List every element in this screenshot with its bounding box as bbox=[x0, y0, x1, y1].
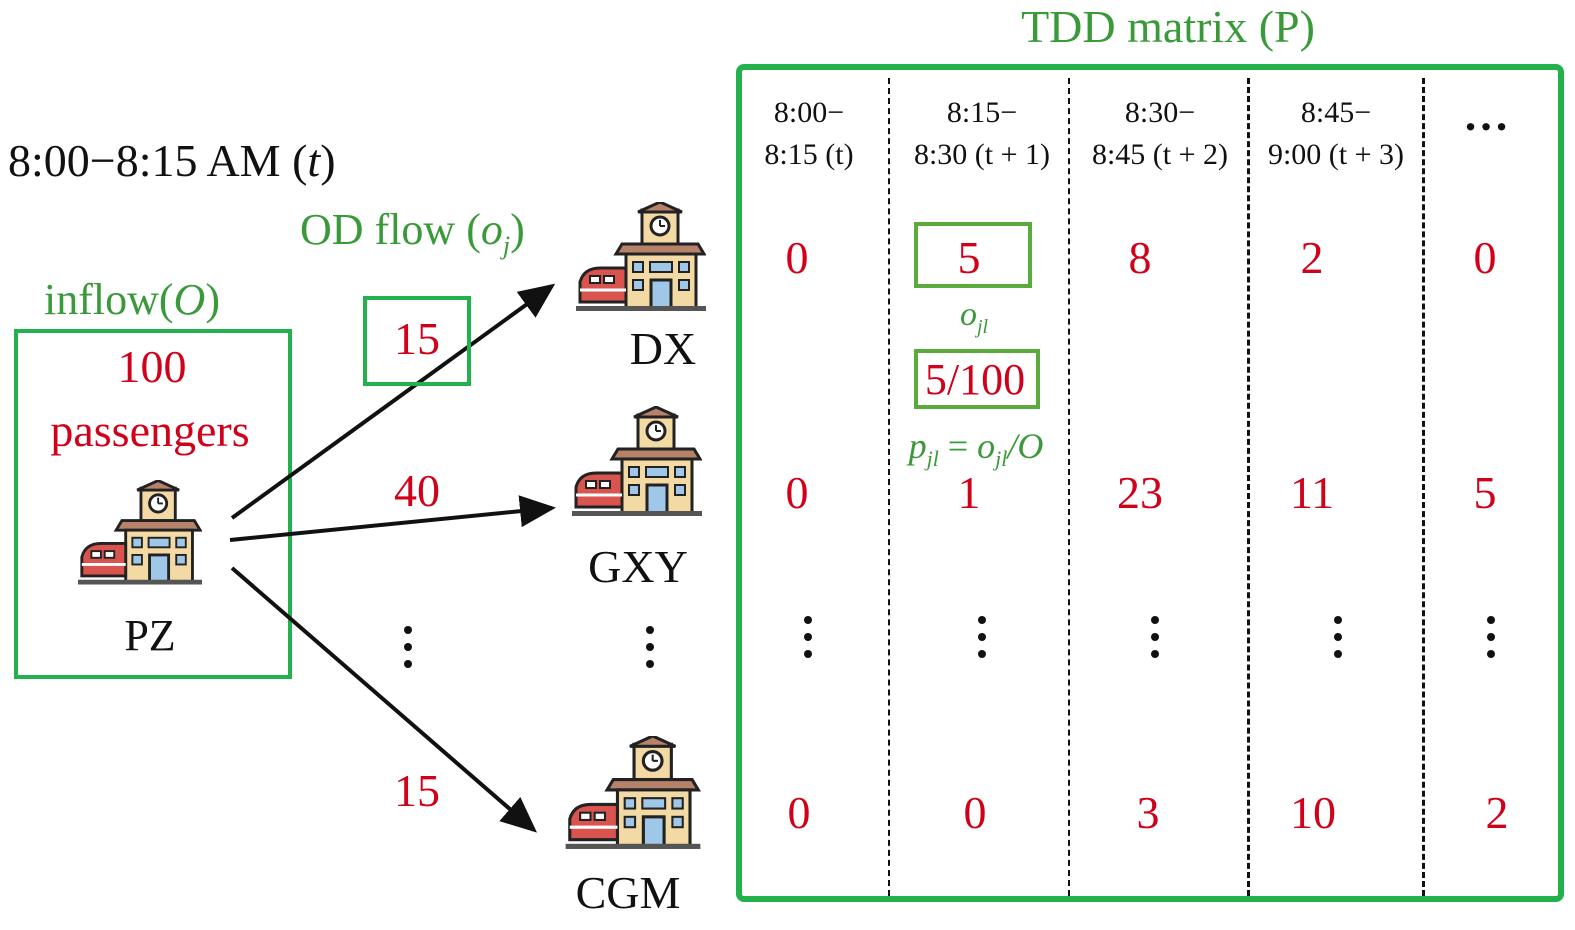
inflow-close: ) bbox=[205, 275, 220, 324]
origin-station-label: PZ bbox=[124, 611, 176, 660]
od-flow-sub: j bbox=[502, 230, 511, 260]
od-flow-label: OD flow (oj) bbox=[300, 208, 525, 259]
arrow-to-dx bbox=[230, 283, 556, 520]
col-header-1: 8:15− 8:30 (t + 1) bbox=[914, 92, 1050, 176]
time-window-text: 8:00−8:15 AM ( bbox=[8, 135, 308, 186]
matrix-vertical-ellipsis-c0 bbox=[804, 616, 812, 667]
formula-div: /O bbox=[1007, 426, 1044, 466]
probability-formula: pjl = ojl/O bbox=[909, 428, 1044, 470]
matrix-title: TDD matrix (P) bbox=[1021, 1, 1315, 52]
flow-vertical-ellipsis bbox=[404, 626, 412, 677]
formula-o-sub: jl bbox=[995, 446, 1008, 472]
inflow-text: inflow( bbox=[44, 275, 174, 324]
arrow-to-cgm bbox=[230, 566, 538, 833]
time-window-label: 8:00−8:15 AM (t) bbox=[8, 138, 336, 184]
matrix-cell-r2-c1: 0 bbox=[963, 787, 987, 838]
ratio-highlight-box bbox=[914, 349, 1040, 409]
matrix-cell-r1-c2: 23 bbox=[1117, 467, 1163, 518]
matrix-cell-r0-c4: 0 bbox=[1473, 232, 1497, 283]
col-header-0-line2: 8:15 (t) bbox=[764, 138, 854, 171]
matrix-vertical-ellipsis-c4 bbox=[1487, 616, 1495, 667]
col-separator bbox=[1247, 78, 1250, 896]
inflow-count: 100 bbox=[117, 341, 187, 392]
matrix-cell-r2-c4: 2 bbox=[1485, 787, 1509, 838]
col-header-2-line1: 8:30− bbox=[1124, 96, 1196, 129]
matrix-cell-r0-c1: 5 bbox=[957, 232, 981, 283]
matrix-cell-r1-c3: 11 bbox=[1289, 467, 1335, 518]
col-header-0: 8:00− 8:15 (t) bbox=[764, 92, 853, 176]
matrix-cell-r0-c0: 0 bbox=[785, 232, 809, 283]
dest-station-label-dx: DX bbox=[629, 323, 697, 374]
col-header-1-line2: 8:30 (t + 1) bbox=[913, 138, 1051, 171]
col-header-3: 8:45− 9:00 (t + 3) bbox=[1268, 92, 1404, 176]
matrix-vertical-ellipsis-c1 bbox=[978, 616, 986, 667]
annotation-ojl-sym: o bbox=[959, 296, 977, 333]
ratio-value: 5/100 bbox=[924, 355, 1026, 404]
od-flow-sym: o bbox=[480, 205, 503, 254]
annotation-ojl: ojl bbox=[960, 298, 988, 337]
col-header-1-line1: 8:15− bbox=[946, 96, 1018, 129]
formula-o: o bbox=[977, 426, 996, 466]
col-header-0-line1: 8:00− bbox=[773, 96, 845, 129]
flow-value-cgm: 15 bbox=[394, 765, 440, 816]
matrix-cell-r0-c2: 8 bbox=[1128, 232, 1152, 283]
col-header-3-line1: 8:45− bbox=[1300, 96, 1372, 129]
flow-value-gxy: 40 bbox=[394, 465, 440, 516]
col-header-4-ellipsis: … bbox=[1463, 89, 1509, 140]
train-station-icon bbox=[576, 202, 706, 312]
time-window-close: ) bbox=[320, 135, 336, 186]
formula-p: p bbox=[908, 426, 927, 466]
matrix-cell-r2-c0: 0 bbox=[787, 787, 811, 838]
formula-p-sub: jl bbox=[926, 446, 939, 472]
col-separator bbox=[888, 78, 890, 896]
inflow-label: inflow(O) bbox=[44, 278, 220, 322]
dest-station-label-cgm: CGM bbox=[575, 867, 681, 918]
train-station-icon bbox=[560, 736, 706, 850]
od-flow-highlight-box bbox=[363, 296, 471, 386]
inflow-sym: O bbox=[173, 275, 206, 324]
matrix-cell-r1-c0: 0 bbox=[785, 467, 809, 518]
col-header-3-line2: 9:00 (t + 3) bbox=[1267, 138, 1405, 171]
dest-station-label-gxy: GXY bbox=[588, 541, 688, 592]
matrix-cell-r0-c3: 2 bbox=[1300, 232, 1324, 283]
matrix-cell-r1-c4: 5 bbox=[1473, 467, 1497, 518]
inflow-unit: passengers bbox=[50, 405, 250, 456]
col-separator bbox=[1422, 78, 1425, 896]
ojl-highlight-box bbox=[914, 222, 1032, 288]
flow-value-dx: 15 bbox=[394, 313, 440, 364]
col-separator bbox=[1068, 78, 1070, 896]
matrix-cell-r2-c3: 10 bbox=[1290, 787, 1336, 838]
train-station-icon bbox=[572, 406, 702, 518]
od-flow-close: ) bbox=[510, 205, 525, 254]
matrix-vertical-ellipsis-c3 bbox=[1334, 616, 1342, 667]
matrix-vertical-ellipsis-c2 bbox=[1151, 616, 1159, 667]
matrix-cell-r2-c2: 3 bbox=[1136, 787, 1160, 838]
arrow-to-gxy bbox=[229, 495, 556, 542]
col-header-2: 8:30− 8:45 (t + 2) bbox=[1092, 92, 1228, 176]
annotation-ojl-sub: jl bbox=[976, 315, 989, 338]
col-header-2-line2: 8:45 (t + 2) bbox=[1091, 138, 1229, 171]
od-flow-text: OD flow ( bbox=[300, 205, 481, 254]
dest-vertical-ellipsis bbox=[646, 626, 654, 677]
tdd-matrix-box bbox=[736, 64, 1564, 902]
matrix-cell-r1-c1: 1 bbox=[957, 467, 981, 518]
time-window-var: t bbox=[307, 135, 321, 186]
formula-eq: = bbox=[938, 426, 978, 466]
inflow-box bbox=[14, 329, 292, 679]
